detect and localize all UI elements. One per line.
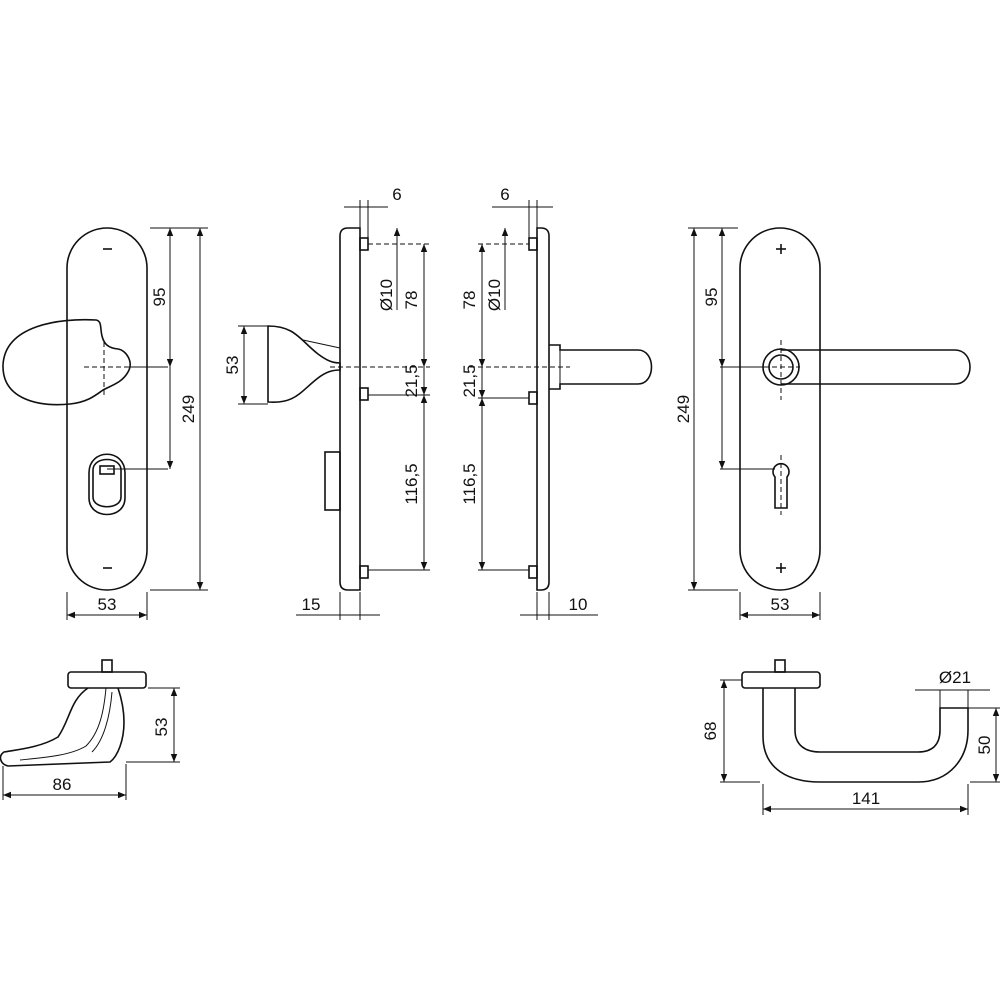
dim-249-label: 249 [179,395,198,423]
backplate [66,227,148,591]
dim-15-label: 15 [302,595,321,614]
lever [781,349,971,385]
knob [2,318,131,406]
dim-10-label: 10 [569,595,588,614]
dim-78-label-right: 78 [460,291,479,310]
side-plate-lever [536,227,550,591]
dim-6-label-right: 6 [500,185,509,204]
dim-249-label-lever: 249 [674,395,693,423]
cylinder-cutout [92,458,122,508]
dim-116-5-label: 116,5 [402,463,421,504]
dim-knob-53-label: 53 [223,356,242,375]
side-lever-view: 6 Ø10 78 21,5 116,5 10 [460,185,653,620]
dim-diam10-label-right: Ø10 [485,279,504,311]
side-plate [339,227,361,591]
dim-116-5-label-right: 116,5 [460,463,479,504]
dim-78-label: 78 [402,291,421,310]
dim-68-label: 68 [701,722,720,741]
dim-diam10-label: Ø10 [377,279,396,311]
backplate-lever [739,227,821,591]
dim-86-label: 86 [53,775,72,794]
dim-95-label: 95 [150,288,169,307]
dim-50-label: 50 [975,736,994,755]
knob-top-profile [0,687,125,767]
knob-profile [267,325,341,403]
lever-profile [549,344,653,390]
front-lever-view: 95 249 53 [674,227,971,620]
dim-diam21-label: Ø21 [939,668,971,687]
dim-95-label-lever: 95 [702,288,721,307]
dim-knob-height-label: 53 [152,718,171,737]
dim-21-5-label-right: 21,5 [460,364,479,397]
dim-53-label: 53 [98,595,117,614]
lever-top-view: Ø21 68 50 141 [701,659,1000,815]
keyhole [772,462,790,509]
front-knob-view: 95 249 53 [2,227,208,620]
dim-53-label-lever: 53 [771,595,790,614]
lever-top-profile [762,688,969,783]
side-knob-view: 6 Ø10 78 21,5 116,5 53 15 [223,185,430,620]
dim-6-label: 6 [392,185,401,204]
dim-21-5-label: 21,5 [402,364,421,397]
dim-141-label: 141 [852,789,880,808]
knob-top-view: 53 86 [0,659,180,800]
